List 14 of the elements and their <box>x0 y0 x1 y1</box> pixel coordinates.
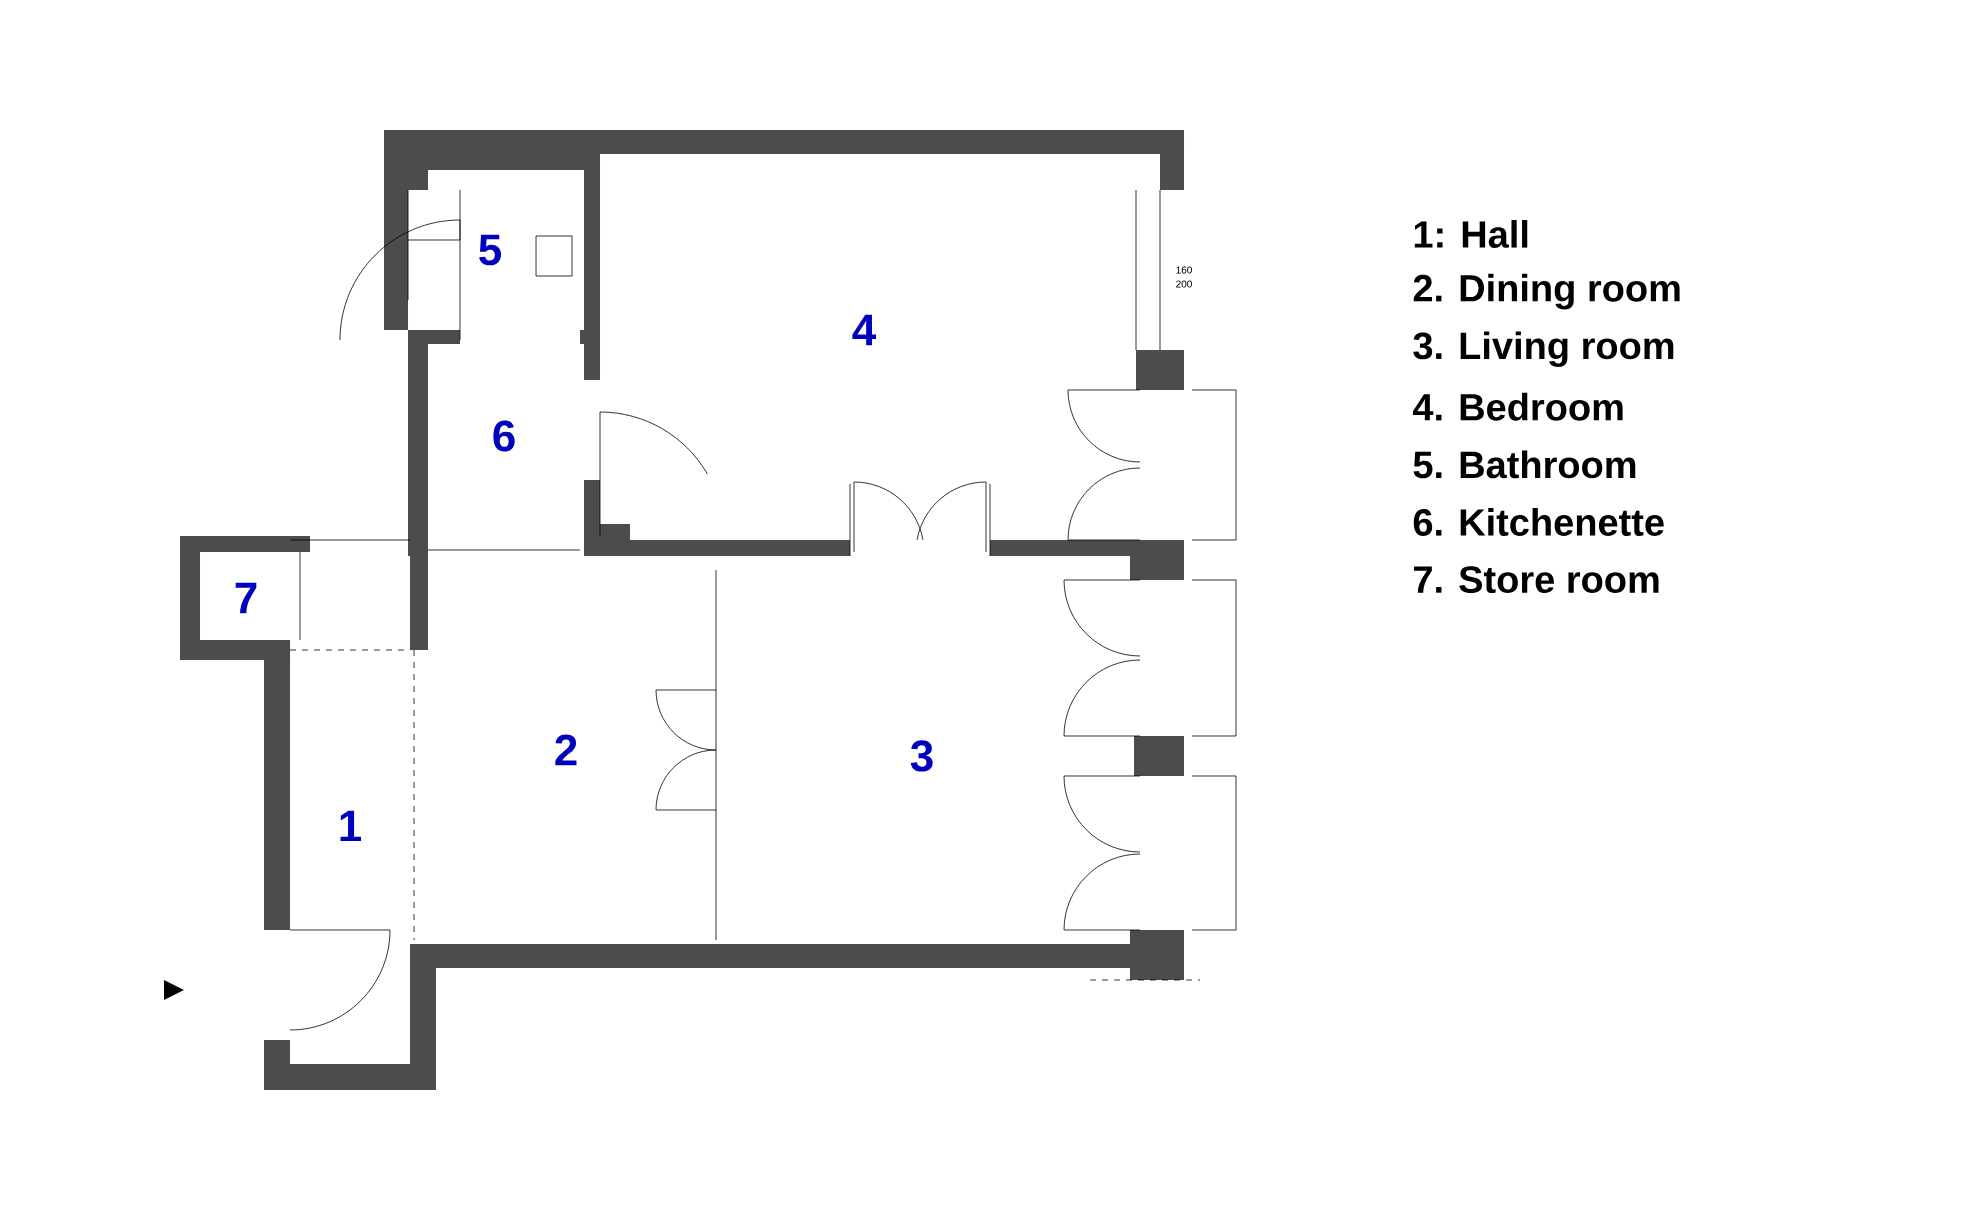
room-number: 5 <box>479 234 501 266</box>
legend-item: 2. Dining room <box>1413 273 1680 310</box>
legend-item: 6. Kitchenette <box>1413 508 1664 536</box>
room-number: 2 <box>555 734 577 766</box>
legend-item: 5. Bathroom <box>1413 450 1636 479</box>
room-number: 7 <box>235 582 257 614</box>
room-number: 6 <box>493 420 515 452</box>
legend-item: 1: Hall <box>1414 220 1528 248</box>
room-number: 3 <box>910 740 933 772</box>
legend-item: 3. Living room <box>1413 331 1674 367</box>
legend-item: 4. Bedroom <box>1412 392 1623 421</box>
room-number: 4 <box>852 314 876 346</box>
legend-item: 7. Store room <box>1414 566 1659 594</box>
room-number: 1 <box>340 810 361 842</box>
